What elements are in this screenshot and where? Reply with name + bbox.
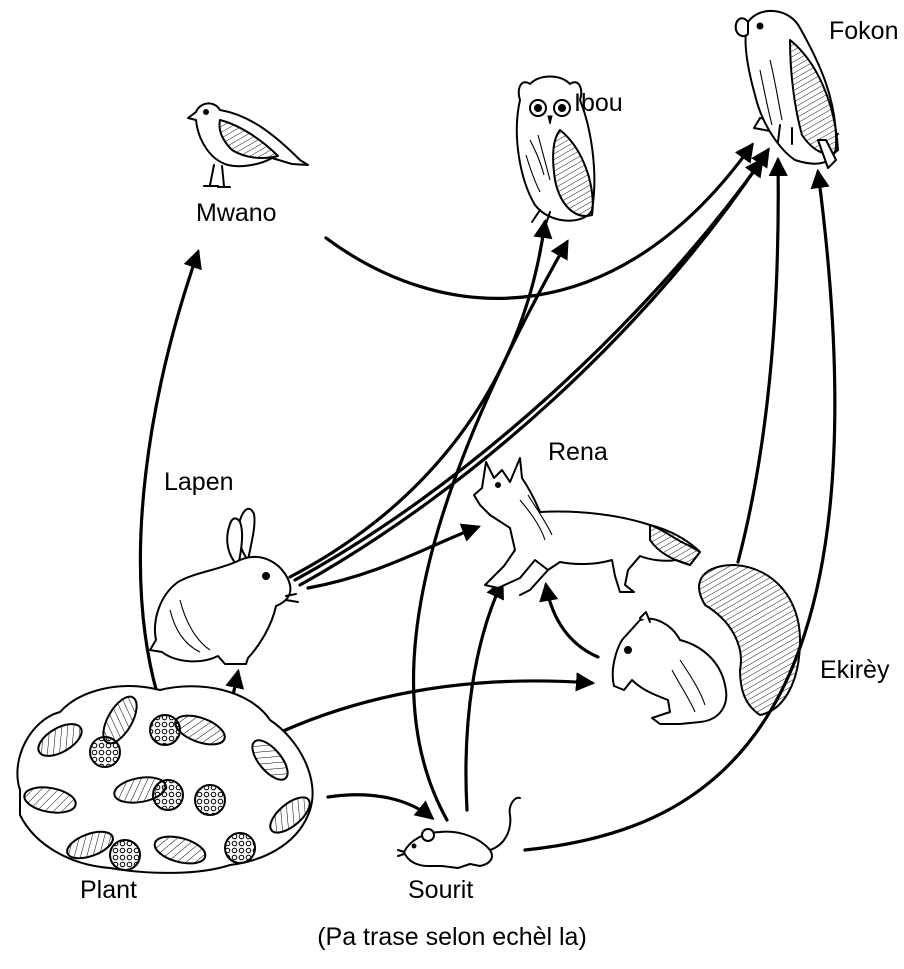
label-rena: Rena [548, 440, 608, 465]
arrow-plant-to-sourit [328, 795, 432, 818]
fox-illustration [474, 458, 700, 595]
label-lapen: Lapen [164, 470, 234, 495]
not-to-scale-caption: (Pa trase selon echèl la) [0, 925, 904, 950]
plant-illustration [17, 686, 315, 873]
arrow-ekirey-to-fokon [738, 160, 778, 562]
label-mwano: Mwano [196, 201, 277, 226]
rabbit-illustration [150, 509, 298, 664]
songbird-illustration [188, 103, 308, 187]
squirrel-illustration [613, 565, 800, 724]
arrow-sourit-to-rena [466, 582, 502, 810]
label-sourit: Sourit [408, 878, 473, 903]
label-ibou: Ibou [574, 91, 623, 116]
arrow-plant-to-ekirey [270, 681, 592, 737]
label-fokon: Fokon [829, 19, 898, 44]
label-plant: Plant [80, 878, 137, 903]
arrow-ekirey-to-rena [546, 585, 598, 657]
label-ekirey: Ekirèy [820, 658, 889, 683]
